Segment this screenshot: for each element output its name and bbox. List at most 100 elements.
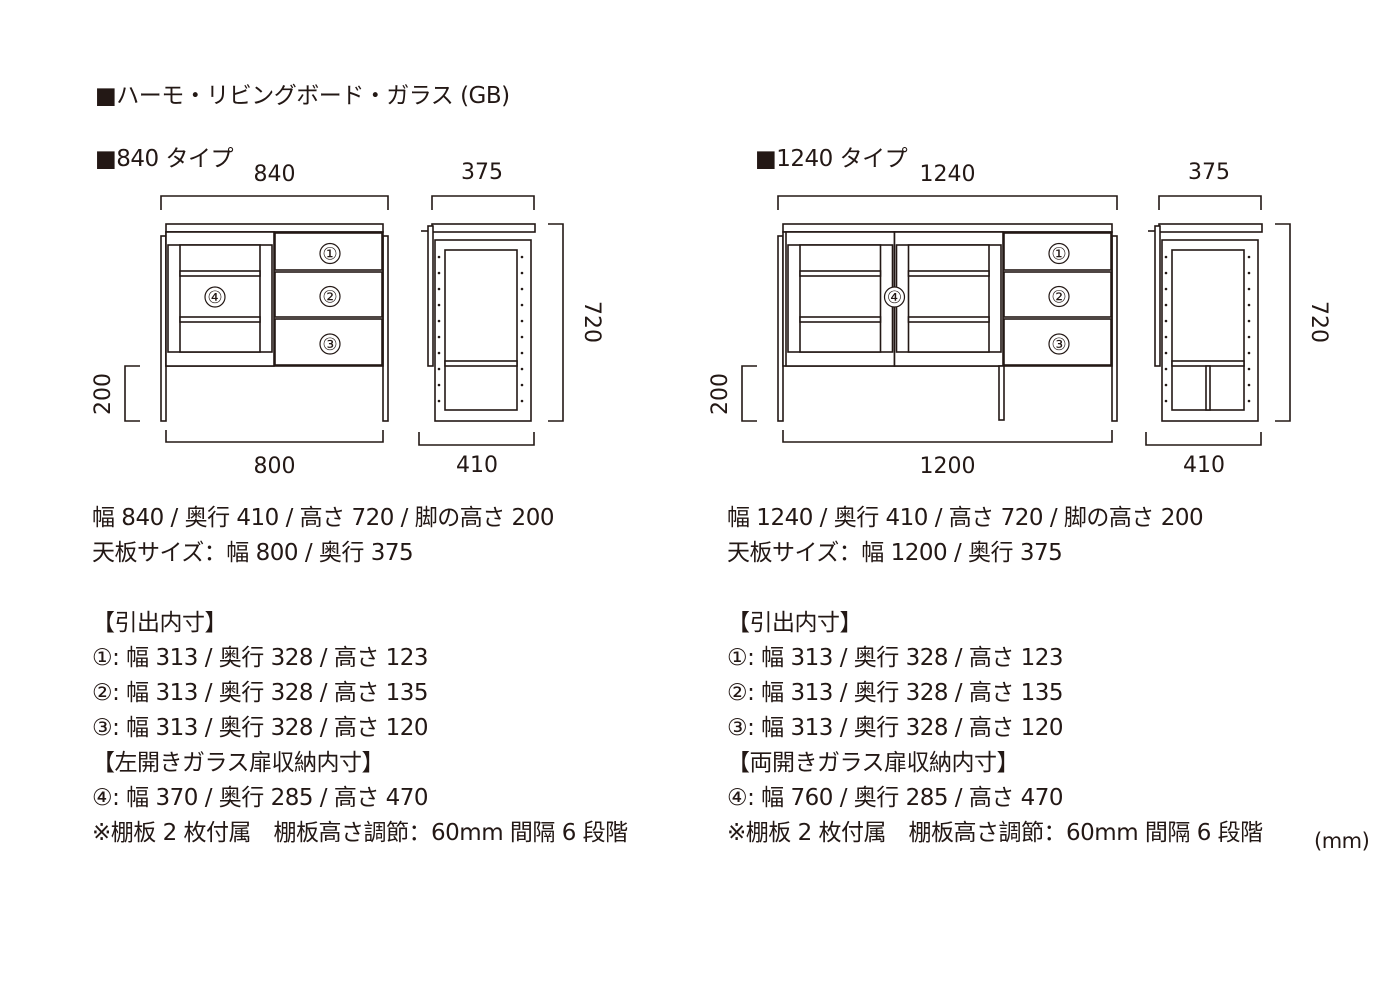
page-title: ■ハーモ・リビングボード・ガラス (GB) — [95, 83, 510, 109]
spec-list-840: 幅 840 / 奥行 410 / 高さ 720 / 脚の高さ 200 天板サイズ：… — [92, 501, 628, 851]
top-width-bracket — [165, 430, 384, 443]
shelf-pin-hole — [1164, 271, 1168, 275]
height-bracket — [548, 223, 564, 422]
shelf-pin-hole — [1247, 335, 1251, 339]
spec-line: 【左開きガラス扉収納内寸】 — [92, 750, 385, 776]
shelf — [799, 270, 882, 277]
type-heading-1240: ■1240 タイプ — [755, 146, 908, 172]
shelf-pin-hole — [520, 271, 524, 275]
shelf-pin-hole — [520, 319, 524, 323]
side-top-board — [431, 223, 536, 233]
shelf — [907, 270, 990, 277]
shelf-pin-hole — [1164, 255, 1168, 259]
spec-line: 【両開きガラス扉収納内寸】 — [727, 750, 1020, 776]
overall-width-label: 1240 — [920, 162, 976, 187]
marker-label: ④ — [887, 288, 902, 308]
marker-circle — [204, 286, 226, 308]
marker-label: ① — [1051, 245, 1066, 265]
shelf-pin-hole — [520, 287, 524, 291]
height-bracket — [1275, 223, 1291, 422]
shelf — [799, 316, 882, 323]
leg-height-bracket — [124, 365, 140, 422]
shelf-pin-hole — [1164, 399, 1168, 403]
center-leg — [998, 365, 1005, 421]
overall-width-label: 840 — [254, 162, 296, 187]
shelf-pin-hole — [1247, 303, 1251, 307]
top-depth-bracket — [431, 195, 535, 210]
depth-bracket — [1145, 432, 1262, 446]
shelf-pin-hole — [1164, 335, 1168, 339]
marker-label: ③ — [1051, 335, 1066, 355]
spec-line: ②: 幅 313 / 奥行 328 / 高さ 135 — [727, 680, 1064, 706]
shelf-pin-hole — [520, 255, 524, 259]
spec-line: ④: 幅 760 / 奥行 285 / 高さ 470 — [727, 785, 1064, 811]
shelf-pin-hole — [437, 303, 441, 307]
spec-line: 幅 840 / 奥行 410 / 高さ 720 / 脚の高さ 200 — [92, 505, 554, 531]
overall-width-bracket — [160, 195, 389, 210]
leg-height-bracket — [741, 365, 757, 422]
marker-label: ④ — [207, 288, 222, 308]
shelf-pin-hole — [437, 367, 441, 371]
leg-height-label: 200 — [91, 373, 116, 415]
shelf-pin-hole — [1247, 367, 1251, 371]
top-width-label: 1200 — [920, 454, 976, 479]
height-label: 720 — [1306, 301, 1331, 343]
depth-label: 410 — [456, 453, 498, 478]
spec-line: 幅 1240 / 奥行 410 / 高さ 720 / 脚の高さ 200 — [727, 505, 1204, 531]
top-board — [782, 223, 1113, 233]
spec-line: 天板サイズ：幅 800 / 奥行 375 — [92, 540, 414, 566]
top-depth-label: 375 — [1188, 160, 1230, 185]
shelf-pin-hole — [437, 255, 441, 259]
marker-circle — [319, 285, 341, 308]
spec-line: 【引出内寸】 — [92, 610, 227, 636]
spec-line: ③: 幅 313 / 奥行 328 / 高さ 120 — [727, 715, 1064, 741]
marker-label: ② — [1051, 288, 1066, 308]
shelf-pin-hole — [437, 383, 441, 387]
top-depth-label: 375 — [461, 160, 503, 185]
height-label: 720 — [579, 301, 604, 343]
shelf-pin-hole — [1164, 367, 1168, 371]
shelf-pin-hole — [437, 335, 441, 339]
shelf-pin-hole — [1164, 287, 1168, 291]
shelf-pin-hole — [1164, 383, 1168, 387]
shelf-pin-hole — [1164, 319, 1168, 323]
shelf-pin-hole — [437, 351, 441, 355]
depth-bracket — [418, 432, 535, 446]
shelf-pin-hole — [1247, 383, 1251, 387]
top-depth-bracket — [1158, 195, 1262, 210]
spec-line: ③: 幅 313 / 奥行 328 / 高さ 120 — [92, 715, 429, 741]
side-door-edge — [1154, 225, 1161, 367]
side-divider — [1205, 365, 1211, 411]
spec-line: ①: 幅 313 / 奥行 328 / 高さ 123 — [727, 645, 1064, 671]
top-board — [165, 223, 384, 233]
type-heading-840: ■840 タイプ — [95, 146, 233, 172]
spec-line: ※棚板 2 枚付属 棚板高さ調節：60mm 間隔 6 段階 — [727, 820, 1263, 846]
marker-circle — [319, 242, 341, 265]
shelf-pin-hole — [437, 287, 441, 291]
spec-line: ②: 幅 313 / 奥行 328 / 高さ 135 — [92, 680, 429, 706]
spec-line: ①: 幅 313 / 奥行 328 / 高さ 123 — [92, 645, 429, 671]
shelf-pin-hole — [520, 399, 524, 403]
shelf-pin-hole — [520, 303, 524, 307]
top-width-bracket — [782, 430, 1113, 443]
leg-height-label: 200 — [708, 373, 733, 415]
shelf — [179, 316, 261, 323]
shelf-pin-hole — [1247, 255, 1251, 259]
shelf-pin-hole — [1247, 351, 1251, 355]
spec-line: ※棚板 2 枚付属 棚板高さ調節：60mm 間隔 6 段階 — [92, 820, 628, 846]
marker-circle — [1048, 333, 1070, 355]
spec-line — [92, 571, 628, 606]
shelf-pin-hole — [1164, 351, 1168, 355]
marker-circle — [1048, 285, 1070, 308]
spec-line: ④: 幅 370 / 奥行 285 / 高さ 470 — [92, 785, 429, 811]
glass-panel — [799, 244, 882, 353]
top-width-label: 800 — [254, 454, 296, 479]
shelf-pin-hole — [437, 319, 441, 323]
marker-label: ③ — [322, 335, 337, 355]
marker-circle — [883, 286, 906, 308]
glass-panel — [907, 244, 990, 353]
spec-line: 【引出内寸】 — [727, 610, 862, 636]
